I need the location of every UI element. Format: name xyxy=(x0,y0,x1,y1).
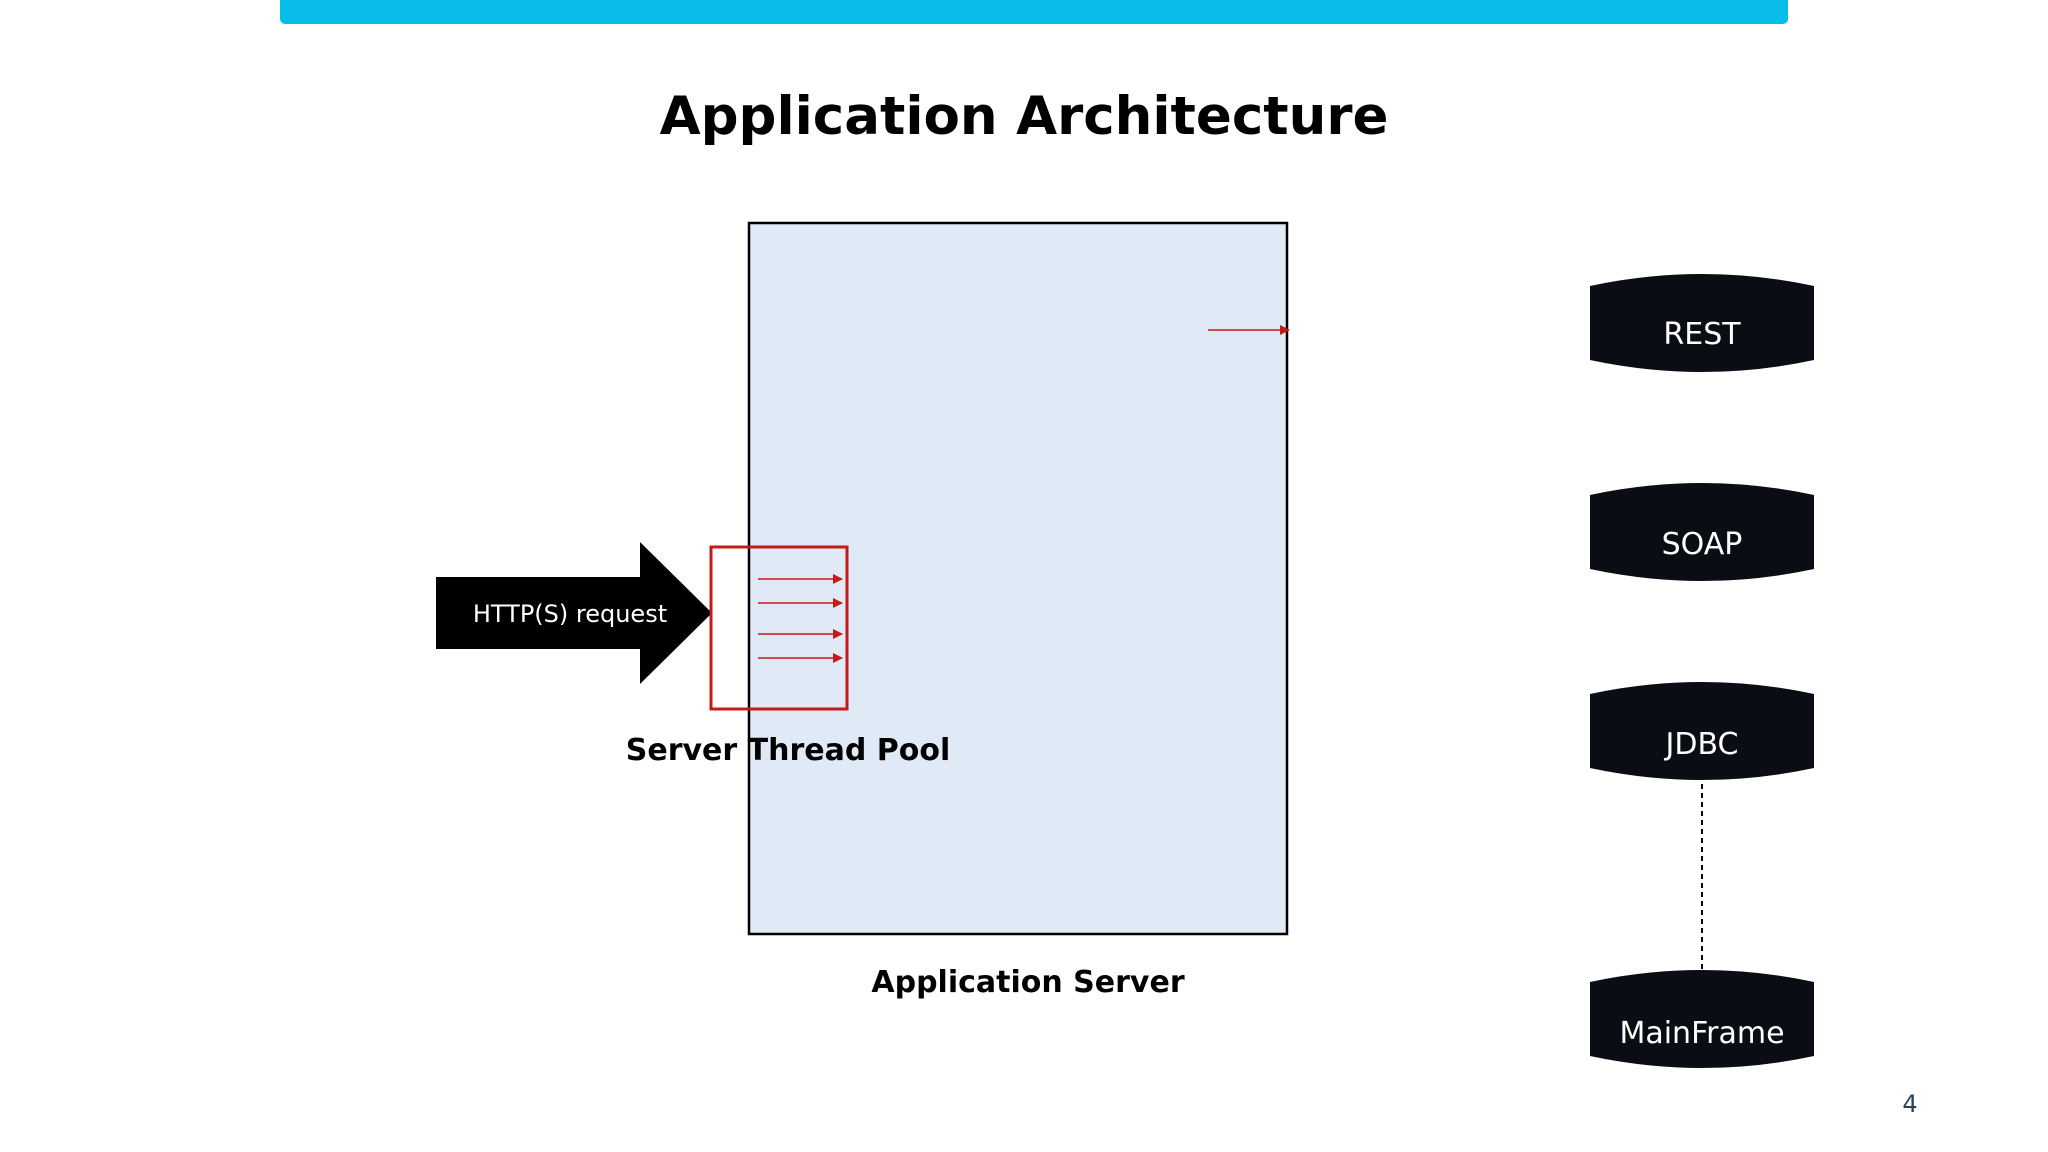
backend-mainframe: MainFrame xyxy=(1590,970,1814,1068)
backend-rest: REST xyxy=(1590,274,1814,372)
http-request-label: HTTP(S) request xyxy=(473,600,667,628)
backend-label: JDBC xyxy=(1664,727,1739,762)
database-icon xyxy=(1590,682,1814,780)
page-number: 4 xyxy=(1902,1090,1918,1118)
database-icon xyxy=(1590,970,1814,1068)
http-request-arrow xyxy=(436,542,712,684)
backend-label: MainFrame xyxy=(1619,1016,1784,1051)
accent-bar xyxy=(280,0,1788,24)
slide-title: Application Architecture xyxy=(659,86,1389,147)
backend-soap: SOAP xyxy=(1590,483,1814,581)
database-icon xyxy=(1590,483,1814,581)
backend-label: REST xyxy=(1663,317,1741,352)
backend-jdbc: JDBC xyxy=(1590,682,1814,780)
thread-pool-label: Server Thread Pool xyxy=(626,733,951,768)
backend-label: SOAP xyxy=(1662,527,1743,562)
application-server-label: Application Server xyxy=(871,965,1184,1000)
database-icon xyxy=(1590,274,1814,372)
thread-pool-box xyxy=(709,545,849,711)
